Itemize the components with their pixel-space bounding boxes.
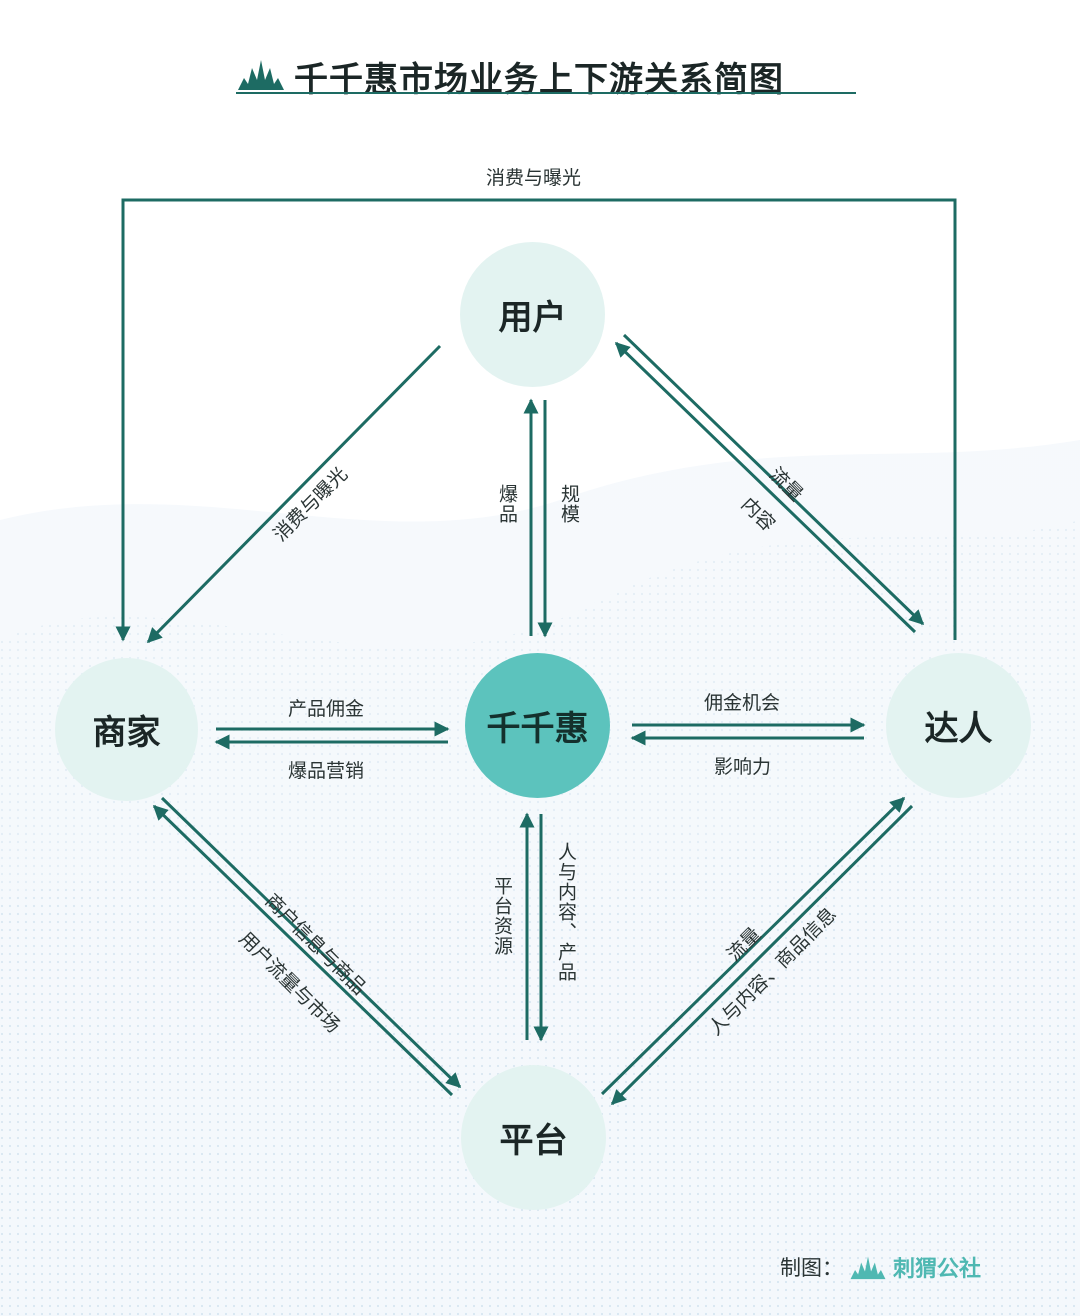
label-center-platform-left: 平台资源: [491, 876, 513, 956]
node-qianqianhui: 千千惠: [465, 653, 610, 798]
node-merchant: 商家: [55, 658, 198, 801]
title-block: 千千惠市场业务上下游关系简图: [236, 48, 856, 100]
credit: 制图： 刺猬公社: [780, 1250, 981, 1284]
arrow-top-loop: [115, 198, 957, 642]
label-center-influencer-top: 佣金机会: [704, 692, 781, 714]
label-merchant-center-bottom: 爆品营销: [288, 760, 365, 782]
arrow-user-to-merchant: [146, 344, 442, 644]
label-top-loop: 消费与曝光: [486, 167, 582, 189]
label-merchant-center-top: 产品佣金: [288, 698, 365, 720]
arrow-merchant-to-platform: [160, 796, 462, 1089]
hedgehog-logo-icon: [238, 60, 284, 90]
title-underline: [236, 92, 856, 94]
node-platform: 平台: [461, 1065, 606, 1210]
node-user: 用户: [460, 242, 605, 387]
arrow-platform-to-merchant: [152, 804, 454, 1097]
arrow-influencer-to-user: [614, 341, 917, 634]
label-user-center-left: 爆品: [496, 484, 518, 524]
label-user-center-right: 规模: [558, 484, 580, 524]
arrow-platform-to-influencer: [600, 796, 906, 1096]
arrow-user-to-influencer: [622, 333, 925, 626]
label-center-influencer-bottom: 影响力: [714, 756, 772, 778]
credit-brand: 刺猬公社: [893, 1257, 982, 1282]
node-influencer: 达人: [886, 653, 1031, 798]
arrow-influencer-to-platform: [610, 804, 914, 1106]
hedgehog-logo-icon: [850, 1256, 886, 1280]
label-center-platform-right: 人与内容、产品: [555, 842, 577, 982]
credit-label: 制图：: [780, 1256, 843, 1280]
